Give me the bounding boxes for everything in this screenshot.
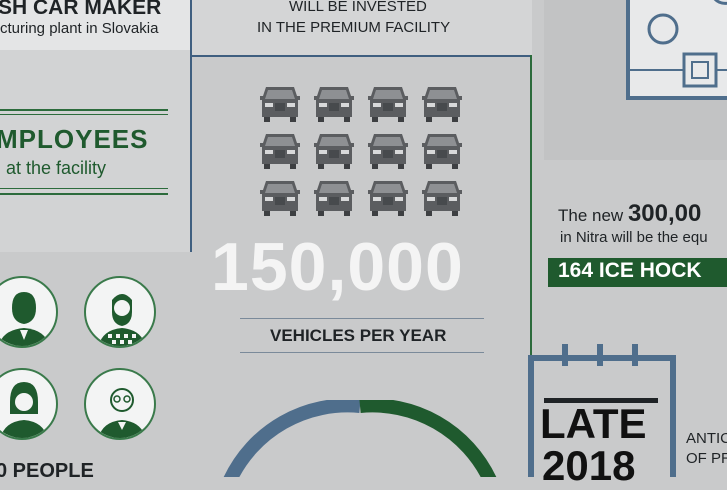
calendar-rule [544,398,658,403]
employees-rule-top [0,109,168,111]
car-icon [366,83,410,123]
investment-line-1: WILL BE INVESTED [289,0,427,15]
divider-center-top [190,55,532,57]
car-icon [366,177,410,217]
ice-rink-icon [626,0,727,100]
employees-rule-top-2 [0,114,168,115]
arena-line-1-prefix: The new [558,206,628,225]
launch-line-2: OF PR [686,450,727,467]
car-maker-title: SH CAR MAKER [0,0,162,19]
calendar-ring-3 [632,344,638,366]
car-icon [312,83,356,123]
investment-line-2: IN THE PREMIUM FACILITY [257,19,451,36]
calendar-ring-1 [562,344,568,366]
person-avatar-1 [0,276,58,348]
employees-headline: MPLOYEES [0,124,149,154]
launch-line-1: ANTIC [686,430,727,447]
hockey-banner [548,258,727,287]
employees-subtext: at the facility [6,158,107,178]
divider-left [190,0,192,252]
vehicles-rule-bottom [240,352,484,353]
center-top-panel [192,0,532,55]
vehicles-label: VEHICLES PER YEAR [270,326,447,345]
arena-capacity-number: 300,00 [627,200,702,227]
car-icon [366,130,410,170]
car-icon [312,130,356,170]
calendar-ring-2 [597,344,603,366]
car-maker-subtitle: cturing plant in Slovakia [0,20,159,37]
vehicles-rule-top [240,318,484,319]
car-icon [420,83,464,123]
person-avatar-3 [0,368,58,440]
car-icon [258,177,302,217]
arena-line-1: The new 300,00 [558,200,701,228]
car-icon [420,130,464,170]
arena-line-2: in Nitra will be the equ [560,229,708,246]
hockey-banner-text: 164 ICE HOCK [558,259,702,282]
calendar-line-1: LATE [540,400,647,447]
left-mid-panel [0,50,190,252]
left-top-panel [0,0,190,50]
employees-rule-bottom-2 [0,193,168,195]
divider-right [530,55,532,355]
car-icon [258,83,302,123]
vehicles-number: 150,000 [211,229,464,305]
calendar-line-2: 2018 [542,442,636,489]
car-icon [312,177,356,217]
person-avatar-4 [84,368,156,440]
car-icon [420,177,464,217]
capacity-donut-icon [223,400,497,477]
car-icon [258,130,302,170]
people-caption: 0 PEOPLE [0,460,94,482]
person-avatar-2 [84,276,156,348]
employees-rule-bottom [0,188,168,189]
